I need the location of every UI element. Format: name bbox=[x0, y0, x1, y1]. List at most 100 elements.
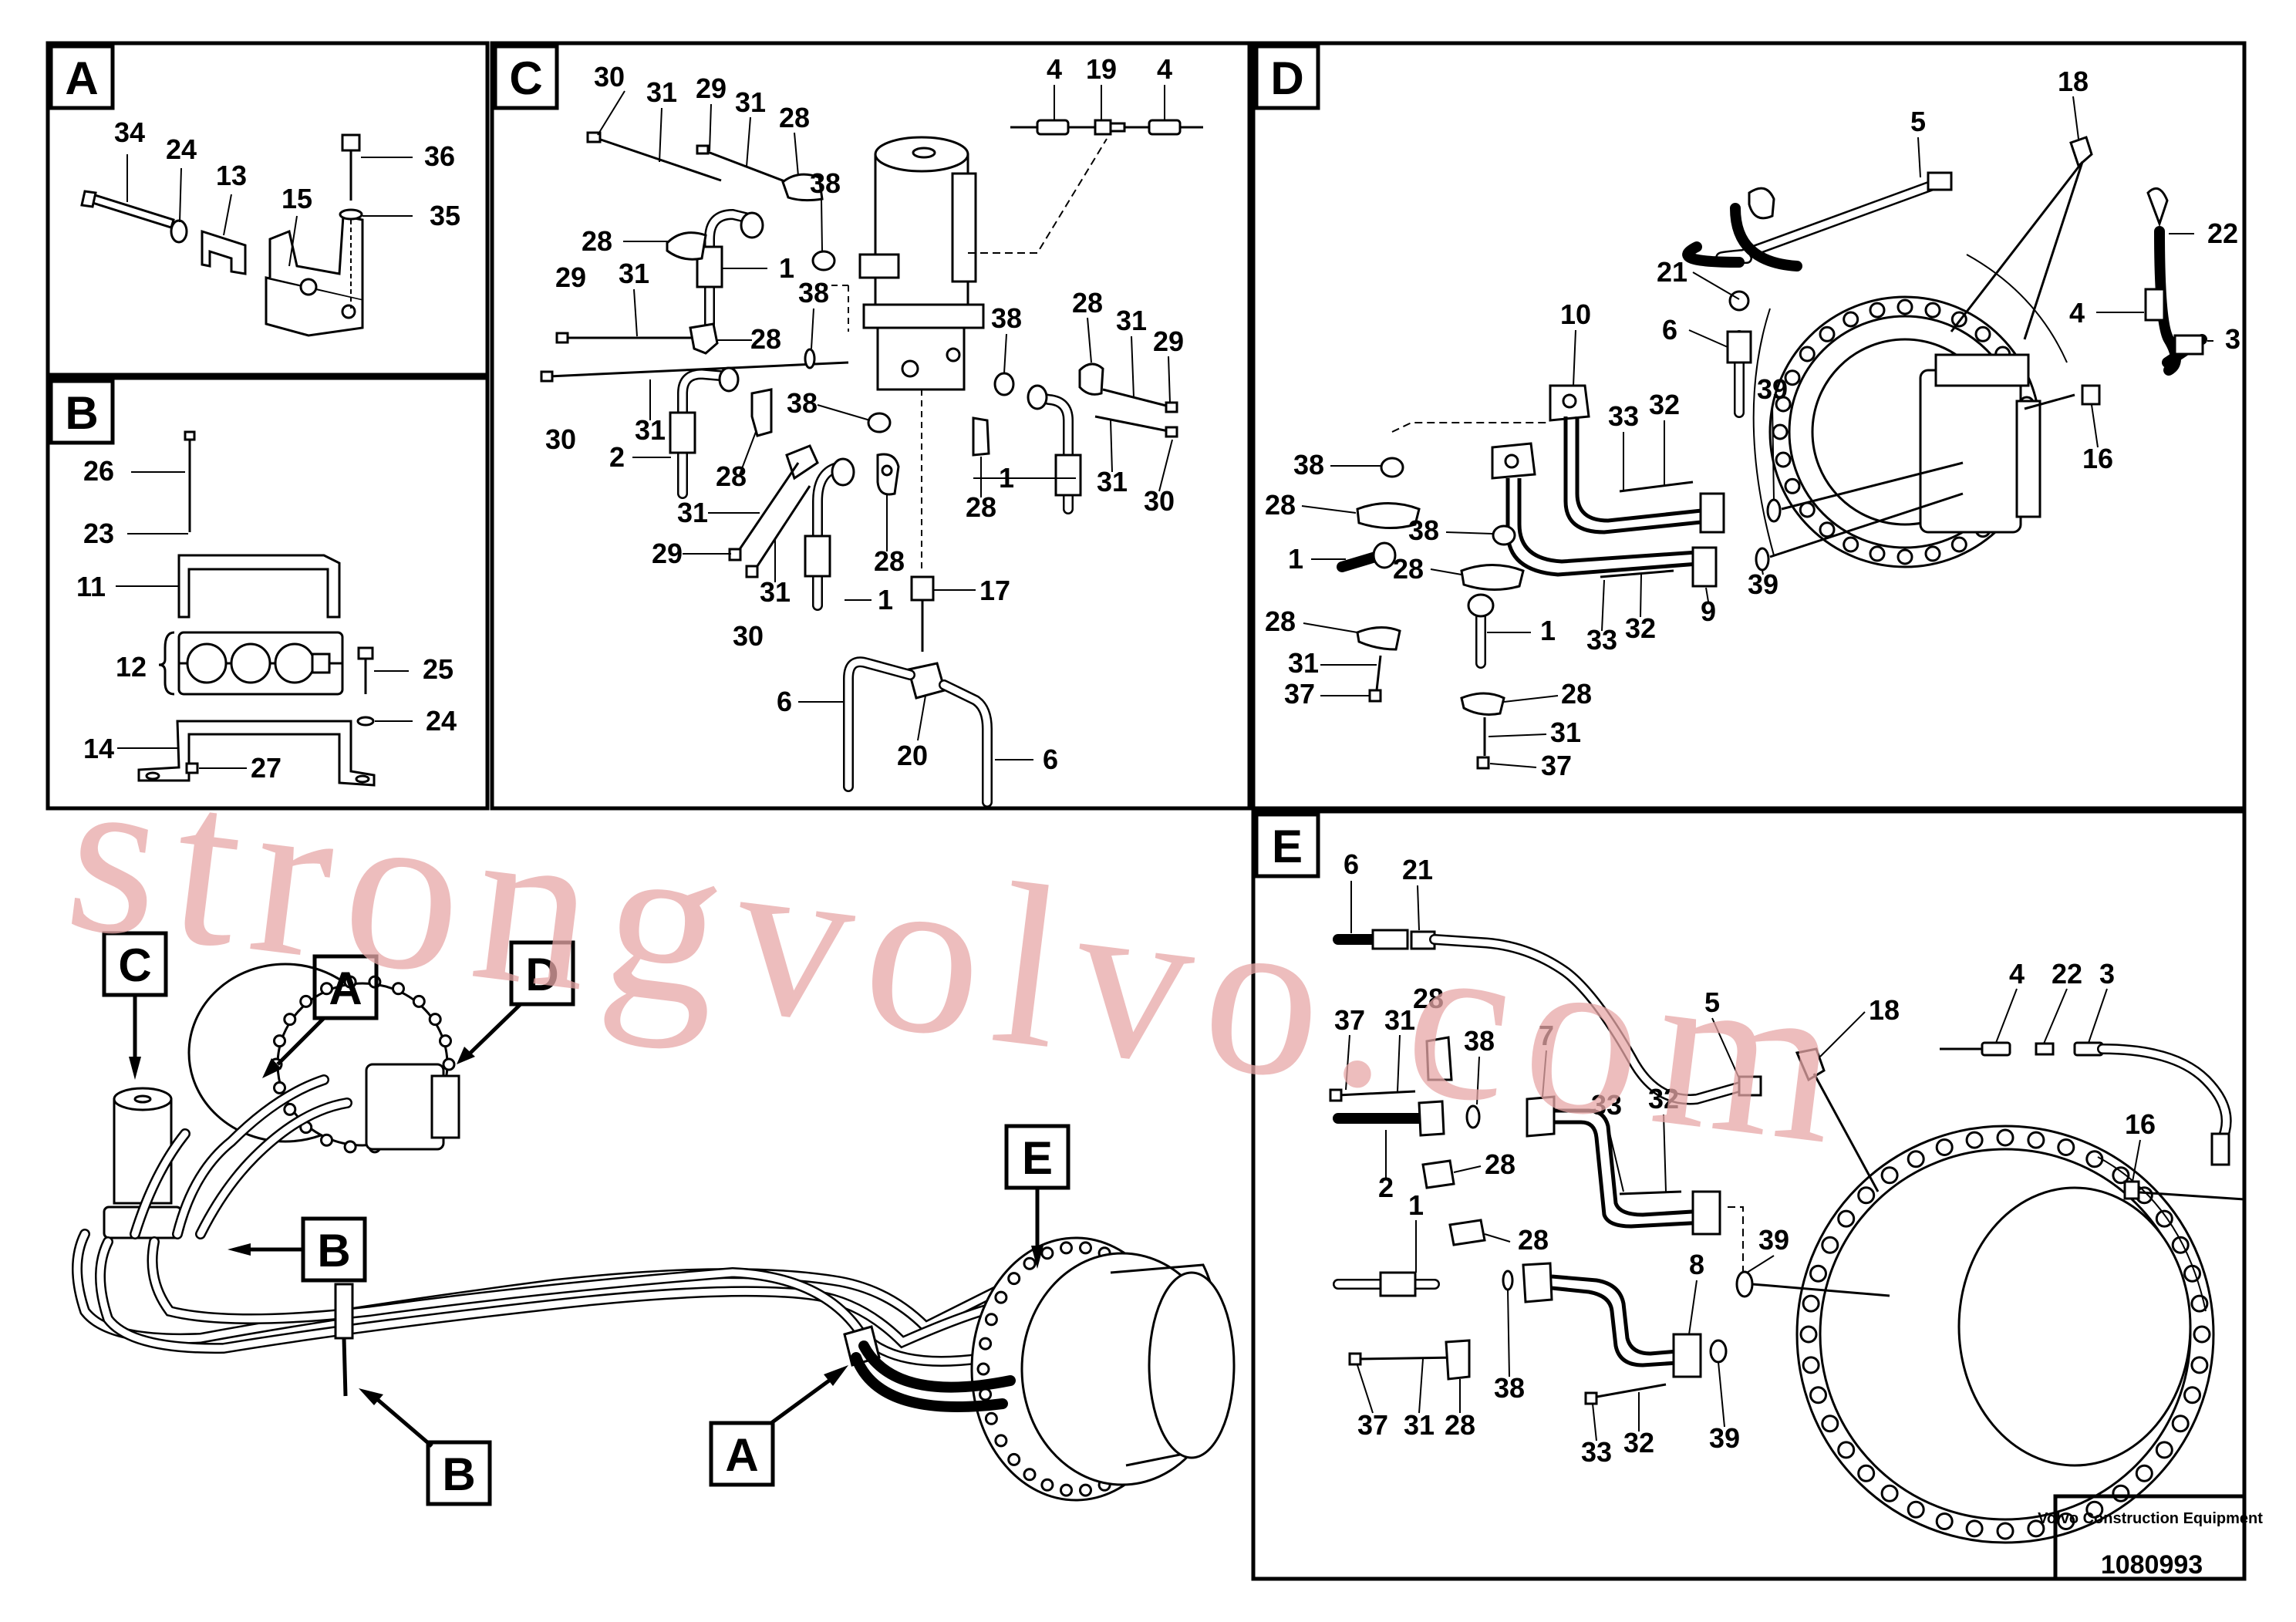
label: 19 bbox=[1086, 53, 1117, 85]
label: 16 bbox=[2082, 443, 2113, 474]
hub-bolt bbox=[2155, 1209, 2173, 1228]
callout-b2-text: B bbox=[442, 1448, 475, 1500]
label: 1 bbox=[1408, 1189, 1424, 1221]
panel-b-labels: 26 23 11 12 25 24 14 27 bbox=[76, 455, 457, 784]
panel-letter-b: B bbox=[49, 379, 115, 445]
label: 6 bbox=[1344, 848, 1359, 880]
label: 32 bbox=[1648, 1083, 1679, 1114]
label: 31 bbox=[1384, 1004, 1415, 1036]
label: 33 bbox=[1608, 400, 1639, 432]
hub-bolt bbox=[1907, 1150, 1925, 1168]
hub-bolt bbox=[2135, 1464, 2153, 1482]
hub-bolt bbox=[1924, 545, 1941, 562]
hub-bolt bbox=[1837, 1441, 1856, 1459]
label: 27 bbox=[251, 752, 282, 784]
hub-bolt bbox=[2112, 1166, 2130, 1185]
label: 31 bbox=[1404, 1409, 1435, 1441]
panel-d-labels: 18 5 22 21 4 3 10 6 39 33 32 38 16 28 38… bbox=[1265, 66, 2240, 781]
hub-bolt bbox=[1880, 1166, 1899, 1185]
hub-bolt bbox=[1837, 1209, 1856, 1228]
label: 31 bbox=[1116, 305, 1147, 336]
label: 31 bbox=[677, 497, 708, 528]
callout-a1-text: A bbox=[329, 963, 362, 1014]
hub-bolt bbox=[2027, 1131, 2045, 1149]
hub-bolt bbox=[1819, 521, 1836, 538]
hub-bolt bbox=[1869, 302, 1886, 319]
callout-a2-text: A bbox=[725, 1429, 758, 1481]
label: 38 bbox=[787, 387, 818, 419]
label: 33 bbox=[1591, 1089, 1622, 1121]
hub-bolt bbox=[1857, 1464, 1876, 1482]
label: 3 bbox=[2225, 323, 2240, 355]
hub-bolt bbox=[1896, 548, 1913, 565]
label: 37 bbox=[1541, 750, 1572, 781]
panel-letter-a: A bbox=[49, 44, 115, 110]
label: 33 bbox=[1581, 1436, 1612, 1468]
panel-e-labels: 6 21 5 18 4 22 3 37 31 28 38 7 33 32 2 2… bbox=[1334, 848, 2156, 1468]
hub-bolt bbox=[1821, 1236, 1839, 1254]
label: 7 bbox=[1539, 1020, 1554, 1051]
hub-bolt bbox=[1996, 1522, 2014, 1540]
label: 6 bbox=[1662, 314, 1677, 346]
label: 28 bbox=[1072, 287, 1103, 319]
label: 6 bbox=[1043, 744, 1058, 775]
label: 28 bbox=[1445, 1409, 1475, 1441]
hub-bolt bbox=[2085, 1500, 2104, 1519]
label: 29 bbox=[555, 261, 586, 293]
hub-bolt bbox=[2057, 1512, 2075, 1530]
hub-bolt bbox=[442, 1057, 456, 1071]
footer-drawing-number: 1080993 bbox=[2101, 1550, 2203, 1580]
hub-bolt bbox=[1965, 1131, 1984, 1149]
hub-bolt bbox=[1799, 1325, 1818, 1344]
label: 28 bbox=[1413, 983, 1444, 1014]
label: 3 bbox=[2099, 958, 2115, 990]
callout-b1-text: B bbox=[317, 1225, 350, 1276]
panel-letter-d-text: D bbox=[1270, 52, 1303, 104]
panel-c-drawing bbox=[540, 119, 1203, 808]
hub-bolt bbox=[439, 1034, 452, 1048]
label: 31 bbox=[619, 258, 649, 289]
hub-bolt bbox=[1869, 545, 1886, 562]
panel-frames bbox=[46, 41, 2247, 1581]
hub-bolt bbox=[283, 1013, 297, 1027]
hub-bolt bbox=[1784, 369, 1801, 386]
label: 37 bbox=[1284, 678, 1315, 710]
hub-bolt bbox=[2193, 1325, 2211, 1344]
label: 28 bbox=[716, 460, 747, 492]
label: 16 bbox=[2125, 1108, 2156, 1140]
label: 1 bbox=[1288, 543, 1303, 575]
panel-letter-b-text: B bbox=[65, 387, 98, 439]
hub-bolt bbox=[1974, 325, 1991, 342]
label: 38 bbox=[810, 167, 841, 199]
hub-bolt bbox=[984, 1411, 998, 1425]
label: 6 bbox=[777, 686, 792, 717]
label: 4 bbox=[1047, 53, 1062, 85]
hub-bolt bbox=[273, 1034, 286, 1048]
hub-bolt bbox=[1935, 1512, 1954, 1530]
hub-bolt bbox=[1809, 1264, 1827, 1283]
label: 24 bbox=[166, 133, 197, 165]
label: 24 bbox=[426, 705, 457, 737]
label: 30 bbox=[594, 61, 625, 93]
label: 15 bbox=[282, 183, 312, 214]
label: 2 bbox=[1378, 1172, 1394, 1203]
label: 31 bbox=[735, 86, 766, 118]
hub-bolt bbox=[1772, 423, 1789, 440]
label: 39 bbox=[1709, 1422, 1740, 1454]
hub-bolt bbox=[320, 1133, 333, 1147]
label: 2 bbox=[609, 441, 625, 473]
panel-c-labels: 30 31 29 31 28 38 4 19 4 28 1 29 31 38 2… bbox=[545, 53, 1184, 775]
label: 28 bbox=[1393, 553, 1424, 585]
label: 28 bbox=[1265, 489, 1296, 521]
label: 28 bbox=[1485, 1148, 1515, 1180]
label: 5 bbox=[1704, 986, 1720, 1018]
hub-bolt bbox=[1880, 1484, 1899, 1502]
callout-e-text: E bbox=[1022, 1132, 1053, 1184]
label: 9 bbox=[1701, 595, 1716, 627]
label: 10 bbox=[1560, 298, 1591, 330]
label: 38 bbox=[798, 277, 829, 309]
hub-bolt bbox=[1819, 325, 1836, 342]
label: 39 bbox=[1757, 373, 1788, 405]
hub-bolt bbox=[1996, 1128, 2014, 1147]
hub-bolt bbox=[1843, 536, 1859, 553]
